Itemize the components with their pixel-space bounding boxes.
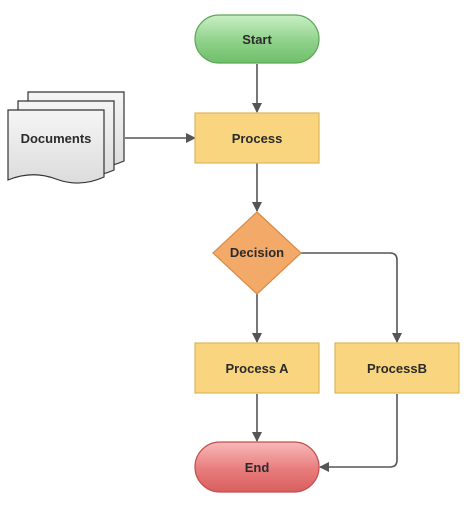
node-process[interactable]: Process <box>194 112 320 164</box>
process-label: Process <box>232 131 283 146</box>
node-decision[interactable]: Decision <box>212 211 302 295</box>
node-start[interactable]: Start <box>194 14 320 64</box>
end-label: End <box>245 460 270 475</box>
start-label: Start <box>242 32 272 47</box>
node-end[interactable]: End <box>194 441 320 493</box>
node-process-a[interactable]: Process A <box>194 342 320 394</box>
process-a-label: Process A <box>225 361 289 376</box>
documents-label: Documents <box>21 131 92 146</box>
decision-diamond-shape <box>212 211 302 295</box>
start-terminator-shape <box>194 14 320 64</box>
edge-process-b-end <box>319 394 398 472</box>
process-b-label: ProcessB <box>367 361 427 376</box>
end-terminator-shape <box>194 441 320 493</box>
edges <box>125 64 402 472</box>
process-b-shape <box>334 342 460 394</box>
node-documents[interactable]: Documents <box>7 91 125 184</box>
process-a-shape <box>194 342 320 394</box>
process-shape <box>194 112 320 164</box>
documents-shape-front <box>7 109 105 184</box>
node-process-b[interactable]: ProcessB <box>334 342 460 394</box>
edge-decision-process-b <box>301 252 402 343</box>
decision-label: Decision <box>230 245 284 260</box>
